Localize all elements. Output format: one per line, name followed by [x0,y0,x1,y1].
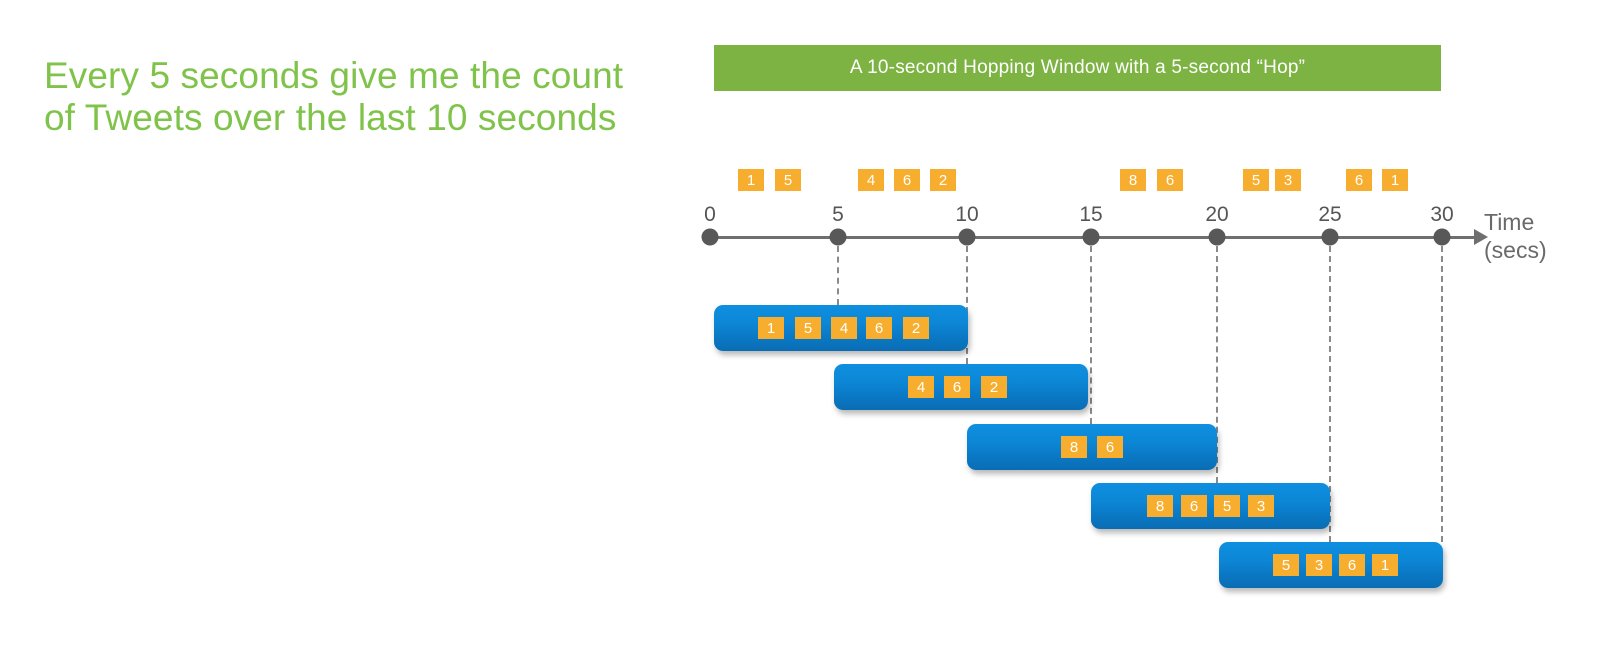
drop-line-5 [837,246,839,305]
window-event-badge: 2 [981,376,1007,398]
event-badge: 6 [1346,169,1372,191]
window-event-badge: 1 [1372,554,1398,576]
section-banner: A 10-second Hopping Window with a 5-seco… [714,45,1441,91]
event-badge: 5 [775,169,801,191]
event-badge: 5 [1243,169,1269,191]
window-event-badge: 6 [1339,554,1365,576]
window-event-badge: 1 [758,317,784,339]
window-event-badge: 8 [1061,436,1087,458]
axis-tick-dot-15 [1082,228,1100,246]
event-badge: 6 [1157,169,1183,191]
axis-tick-dot-0 [701,228,719,246]
axis-tick-dot-10 [958,228,976,246]
axis-tick-label-25: 25 [1318,203,1342,226]
axis-tick-dot-25 [1321,228,1339,246]
axis-arrow-icon [1474,229,1488,245]
banner-title: A 10-second Hopping Window with a 5-seco… [849,57,1306,78]
event-badge: 1 [738,169,764,191]
event-badge: 8 [1120,169,1146,191]
window-event-badge: 4 [908,376,934,398]
drop-line-25 [1329,246,1331,542]
axis-label: Time (secs) [1484,208,1547,264]
axis-label-line2: (secs) [1484,237,1547,263]
window-event-badge: 8 [1147,495,1173,517]
event-badge: 3 [1275,169,1301,191]
axis-tick-label-10: 10 [955,203,979,226]
event-badge: 2 [930,169,956,191]
event-badge: 6 [894,169,920,191]
window-event-badge: 3 [1306,554,1332,576]
window-event-badge: 6 [866,317,892,339]
axis-tick-label-0: 0 [704,203,716,226]
axis-tick-label-30: 30 [1430,203,1454,226]
axis-label-line1: Time [1484,209,1535,235]
window-event-badge: 5 [1214,495,1240,517]
axis-tick-dot-30 [1433,228,1451,246]
drop-line-30 [1441,246,1443,542]
axis-tick-label-5: 5 [832,203,844,226]
event-badge: 4 [858,169,884,191]
window-event-badge: 5 [1273,554,1299,576]
window-event-badge: 3 [1248,495,1274,517]
drop-line-10 [966,246,968,364]
window-event-badge: 5 [795,317,821,339]
axis-tick-dot-5 [829,228,847,246]
window-event-badge: 6 [1181,495,1207,517]
window-event-badge: 2 [903,317,929,339]
window-event-badge: 6 [1097,436,1123,458]
page-title: Every 5 seconds give me the count of Twe… [44,55,634,138]
axis-tick-label-15: 15 [1079,203,1103,226]
window-event-badge: 6 [944,376,970,398]
event-badge: 1 [1382,169,1408,191]
axis-tick-dot-20 [1208,228,1226,246]
axis-tick-label-20: 20 [1205,203,1229,226]
drop-line-20 [1216,246,1218,483]
window-event-badge: 4 [831,317,857,339]
drop-line-15 [1090,246,1092,424]
